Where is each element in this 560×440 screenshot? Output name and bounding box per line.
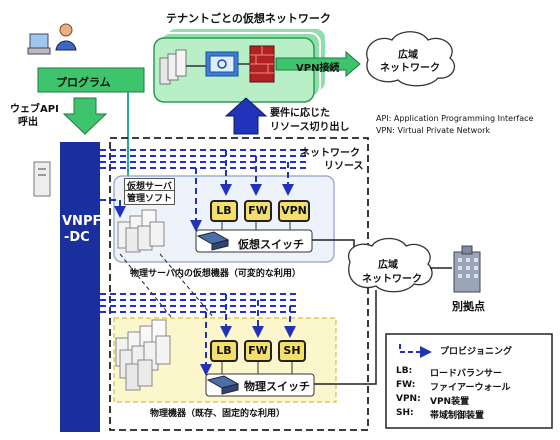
- request-label-2: リソース切り出し: [270, 122, 350, 133]
- program-box: [37, 67, 145, 93]
- wan-mid-label-2: ネットワーク: [362, 274, 422, 285]
- legend-abbr-sh: SH:: [396, 408, 414, 418]
- virtual-switch-label: 仮想スイッチ: [238, 238, 304, 251]
- network-resources-label-2: リソース: [324, 161, 364, 172]
- wan-top-label-1: 広域: [398, 50, 418, 61]
- virtual-fw-box: FW: [244, 200, 272, 222]
- physical-switch-label: 物理スイッチ: [244, 380, 310, 393]
- vpn-label: VPN接続: [296, 63, 340, 74]
- wan-top-label-2: ネットワーク: [380, 63, 440, 74]
- abbrev-vpn: VPN: Virtual Private Network: [376, 126, 491, 135]
- vmm-server-cluster-icon: [117, 209, 165, 253]
- abbrev-api: API: Application Programming Interface: [376, 114, 534, 123]
- wan-cloud-mid: [348, 237, 433, 293]
- provisioning-lines-virtual: [100, 149, 310, 232]
- web-api-label-1: ウェブAPI: [10, 104, 59, 115]
- web-api-label-2: 呼出: [18, 117, 38, 128]
- tenant-firewall-icon: [249, 45, 275, 83]
- legend-provisioning: プロビジョニング: [440, 347, 513, 357]
- legend-box: [385, 333, 553, 429]
- vnpf-label-2: -DC: [64, 230, 90, 245]
- vmm-label-2: 管理ソフト: [124, 190, 176, 205]
- vnpf-label-1: VNPF: [62, 214, 102, 229]
- wan-cloud-top: [366, 31, 455, 87]
- tenant-lb-icon: [205, 51, 239, 77]
- program-label: プログラム: [56, 76, 111, 89]
- physical-lb-box: LB: [210, 340, 238, 362]
- web-api-arrow: [62, 97, 108, 135]
- request-label-1: 要件に応じた: [270, 108, 330, 119]
- wan-mid-label-1: 広域: [378, 260, 398, 271]
- physical-caption: 物理機器（既存、固定的な利用）: [150, 409, 286, 419]
- legend-desc-sh: 帯域制御装置: [430, 411, 485, 421]
- virtual-caption: 物理サーバ内の仮想機器（可変的な利用）: [130, 269, 301, 279]
- virtual-vpn-box: VPN: [278, 200, 310, 222]
- virtual-switch-icon: [196, 231, 230, 251]
- legend-desc-vpn: VPN装置: [430, 397, 470, 407]
- tenant-server-icon: [159, 49, 187, 85]
- person-at-pc-icon: [27, 23, 77, 55]
- legend-provisioning-arrow: [399, 344, 432, 358]
- tenant-network-title: テナントごとの仮想ネットワーク: [166, 12, 331, 25]
- physical-server-cluster-icon: [115, 319, 171, 391]
- legend-abbr-vpn: VPN:: [396, 394, 421, 404]
- legend-desc-lb: ロードバランサー: [430, 369, 503, 379]
- vnpf-dc-box: [60, 142, 100, 432]
- branch-label: 別拠点: [452, 300, 485, 313]
- server-tower-icon: [33, 161, 51, 197]
- resource-request-arrow: [224, 97, 268, 135]
- legend-desc-fw: ファイアーウォール: [430, 383, 511, 393]
- legend-abbr-lb: LB:: [396, 366, 413, 376]
- vpn-connection-arrow: [275, 50, 361, 78]
- resource-guide-lines: [119, 253, 215, 319]
- network-resources-label-1: ネットワーク: [300, 148, 360, 159]
- provisioning-lines-physical: [100, 293, 300, 376]
- building-icon: [453, 245, 481, 293]
- physical-sh-box: SH: [278, 340, 306, 362]
- legend-abbr-fw: FW:: [396, 380, 416, 390]
- virtual-lb-box: LB: [210, 200, 238, 222]
- physical-switch-icon: [206, 375, 240, 395]
- physical-fw-box: FW: [244, 340, 272, 362]
- physical-switch-link: [314, 290, 377, 385]
